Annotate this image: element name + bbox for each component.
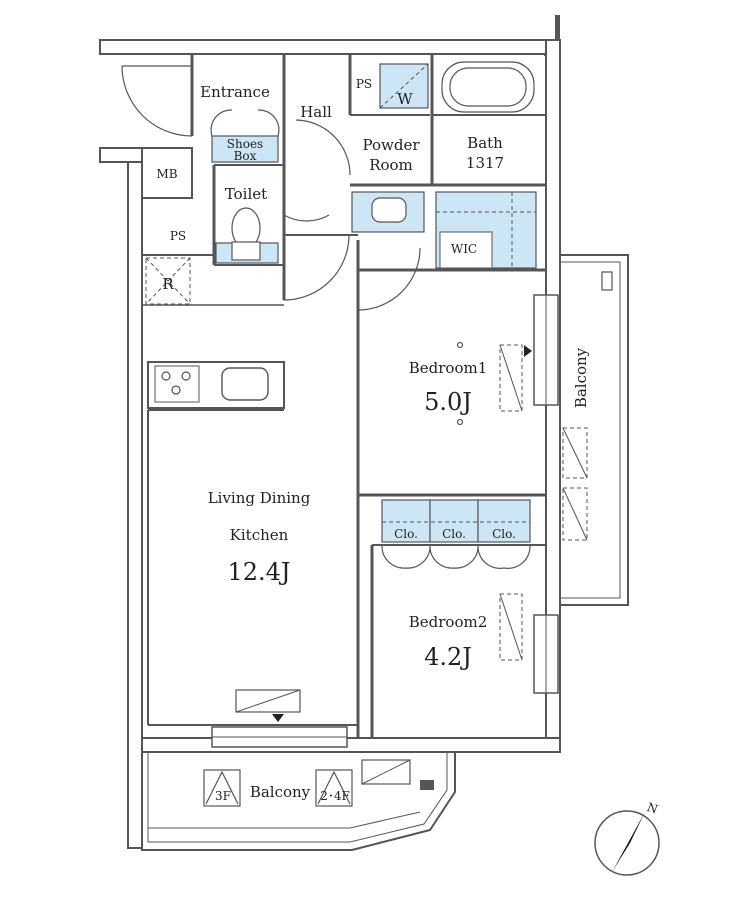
- wic-shelving: [435, 191, 537, 269]
- bedroom2-aircon: [499, 593, 523, 661]
- label-ps-top: PS: [356, 77, 372, 91]
- label-entrance: Entrance: [200, 83, 270, 101]
- compass: [594, 810, 660, 876]
- balcony-bottom: [141, 752, 456, 851]
- label-ps-left: PS: [170, 229, 186, 243]
- bathtub: [441, 61, 535, 113]
- hall-door-upper: [283, 170, 330, 222]
- label-ldk-size: 12.4J: [227, 558, 290, 586]
- label-mb: MB: [156, 167, 177, 181]
- label-closet-1: Clo.: [394, 527, 418, 541]
- label-bedroom1: Bedroom1: [409, 359, 488, 377]
- entrance-door: [121, 65, 193, 137]
- label-closet-3: Clo.: [492, 527, 516, 541]
- bathtub-inner: [449, 67, 527, 107]
- toilet-fixture: [215, 207, 279, 264]
- label-balcony-side: Balcony: [572, 347, 590, 408]
- label-shoes-box-2: Box: [234, 149, 257, 163]
- label-wic: WIC: [451, 242, 477, 256]
- refrigerator: [145, 257, 191, 305]
- label-bedroom2: Bedroom2: [409, 613, 488, 631]
- bedroom1-aircon-arrow: [524, 345, 532, 357]
- powder-door: [295, 119, 351, 176]
- label-compass-north: N: [645, 800, 660, 817]
- label-ldk-2: Kitchen: [230, 526, 289, 544]
- label-washer: W: [397, 90, 413, 108]
- label-toilet: Toilet: [225, 185, 267, 203]
- ldk-aircon-arrow: [272, 714, 284, 722]
- bedroom1-light-top: [456, 341, 464, 349]
- shoes-box-doors: [210, 109, 280, 137]
- label-bath-1: Bath: [467, 134, 503, 152]
- washbasin: [371, 197, 407, 223]
- label-floor-3f: 3F: [215, 789, 231, 803]
- ldk-aircon-diag: [235, 689, 301, 713]
- bedroom1-light-bottom: [456, 418, 464, 426]
- label-balcony-bottom: Balcony: [250, 783, 311, 801]
- bedroom1-aircon: [499, 344, 523, 412]
- ldk-aircon: [235, 689, 301, 713]
- bedroom2-aircon-diag: [499, 593, 523, 661]
- partitions: [141, 54, 546, 738]
- label-closet-2: Clo.: [442, 527, 466, 541]
- label-powder-room-1: Powder: [362, 136, 420, 154]
- label-ldk-1: Living Dining: [208, 489, 311, 507]
- shoes-box: [211, 135, 279, 163]
- balcony-side: [560, 254, 629, 606]
- refrigerator-diag2: [145, 257, 191, 305]
- label-hall: Hall: [300, 103, 332, 121]
- kitchen-counter: [147, 361, 285, 409]
- bedroom1-aircon-diag: [499, 344, 523, 412]
- toilet-door: [283, 234, 350, 301]
- washer-diagonal: [379, 63, 429, 109]
- compass-needle-icon: [612, 812, 645, 872]
- label-powder-room-2: Room: [369, 156, 413, 174]
- label-floor-2-4f: 2･4F: [320, 789, 350, 803]
- label-shoes-box-1: Shoes: [227, 137, 263, 151]
- closets: [381, 499, 531, 569]
- label-bath-2: 1317: [466, 154, 504, 172]
- bedroom1-door: [357, 247, 421, 311]
- label-bedroom1-size: 5.0J: [424, 388, 472, 416]
- label-refrigerator: R: [162, 275, 174, 293]
- label-bedroom2-size: 4.2J: [424, 643, 472, 671]
